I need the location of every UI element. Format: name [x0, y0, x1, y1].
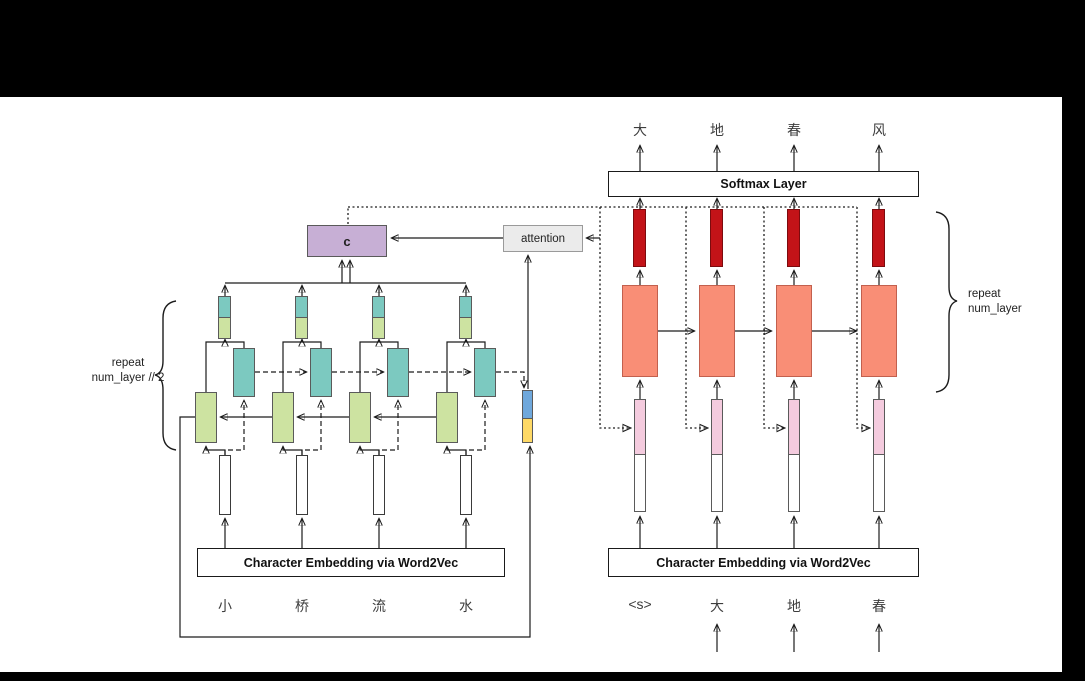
embedding-pink-half	[635, 400, 645, 455]
encoder-input-bar-1	[219, 455, 231, 515]
decoder-output-bar-4	[872, 209, 885, 267]
final-state-yellow-half	[523, 419, 532, 442]
stack-backward-half	[460, 318, 471, 338]
encoder-input-char-3: 流	[372, 598, 386, 614]
encoder-input-char-2: 桥	[295, 598, 309, 614]
decoder-output-bar-3	[787, 209, 800, 267]
decoder-cell-2	[699, 285, 735, 377]
decoder-input-char-2: 大	[710, 598, 724, 614]
stack-forward-half	[373, 297, 384, 318]
embedding-white-half	[874, 455, 884, 511]
context-vector-label: c	[343, 233, 351, 249]
decoder-embedding-label: Character Embedding via Word2Vec	[656, 555, 871, 570]
decoder-cell-3	[776, 285, 812, 377]
embedding-white-half	[635, 455, 645, 511]
embedding-white-half	[712, 455, 722, 511]
encoder-backward-cell-4	[436, 392, 458, 443]
decoder-repeat-line1: repeat	[968, 288, 1001, 300]
encoder-input-bar-4	[460, 455, 472, 515]
encoder-input-bar-3	[373, 455, 385, 515]
encoder-repeat-note: repeat num_layer // 2	[88, 356, 168, 386]
encoder-output-stack-2	[295, 296, 308, 339]
stack-backward-half	[373, 318, 384, 338]
encoder-repeat-line2: num_layer // 2	[91, 372, 165, 384]
encoder-output-stack-3	[372, 296, 385, 339]
decoder-output-char-3: 春	[787, 122, 801, 138]
encoder-embedding-label: Character Embedding via Word2Vec	[243, 555, 459, 570]
stack-backward-half	[296, 318, 307, 338]
final-state-blue-half	[523, 391, 532, 419]
embedding-pink-half	[789, 400, 799, 455]
decoder-cell-4	[861, 285, 897, 377]
encoder-forward-cell-2	[310, 348, 332, 397]
decoder-output-bar-2	[710, 209, 723, 267]
encoder-input-char-4: 水	[459, 598, 473, 614]
decoder-input-char-1: <s>	[628, 596, 652, 612]
decoder-output-bar-1	[633, 209, 646, 267]
embedding-pink-half	[874, 400, 884, 455]
stack-backward-half	[219, 318, 230, 338]
softmax-layer-label: Softmax Layer	[720, 177, 807, 191]
decoder-repeat-note: repeat num_layer	[968, 287, 1048, 317]
stack-forward-half	[460, 297, 471, 318]
attention-box: attention	[503, 225, 583, 252]
stack-forward-half	[219, 297, 230, 318]
decoder-output-char-1: 大	[633, 122, 647, 138]
softmax-layer-box: Softmax Layer	[608, 171, 919, 197]
decoder-cell-1	[622, 285, 658, 377]
embedding-pink-half	[712, 400, 722, 455]
decoder-output-char-2: 地	[710, 122, 724, 138]
encoder-forward-cell-1	[233, 348, 255, 397]
encoder-forward-cell-4	[474, 348, 496, 397]
decoder-input-char-4: 春	[872, 598, 886, 614]
decoder-output-char-4: 风	[872, 122, 886, 138]
stack-forward-half	[296, 297, 307, 318]
context-vector-box: c	[307, 225, 387, 257]
encoder-input-char-1: 小	[218, 598, 232, 614]
decoder-embedding-box: Character Embedding via Word2Vec	[608, 548, 919, 577]
encoder-output-stack-1	[218, 296, 231, 339]
decoder-input-char-3: 地	[787, 598, 801, 614]
encoder-forward-cell-3	[387, 348, 409, 397]
decoder-embedding-bar-2	[711, 399, 723, 512]
encoder-final-state-stack	[522, 390, 533, 443]
decoder-embedding-bar-4	[873, 399, 885, 512]
encoder-repeat-line1: repeat	[111, 357, 145, 369]
encoder-backward-cell-1	[195, 392, 217, 443]
encoder-backward-cell-2	[272, 392, 294, 443]
encoder-backward-cell-3	[349, 392, 371, 443]
decoder-embedding-bar-3	[788, 399, 800, 512]
embedding-white-half	[789, 455, 799, 511]
encoder-output-stack-4	[459, 296, 472, 339]
encoder-input-bar-2	[296, 455, 308, 515]
decoder-embedding-bar-1	[634, 399, 646, 512]
encoder-embedding-box: Character Embedding via Word2Vec	[197, 548, 505, 577]
decoder-repeat-line2: num_layer	[968, 303, 1022, 315]
attention-label: attention	[520, 232, 566, 245]
